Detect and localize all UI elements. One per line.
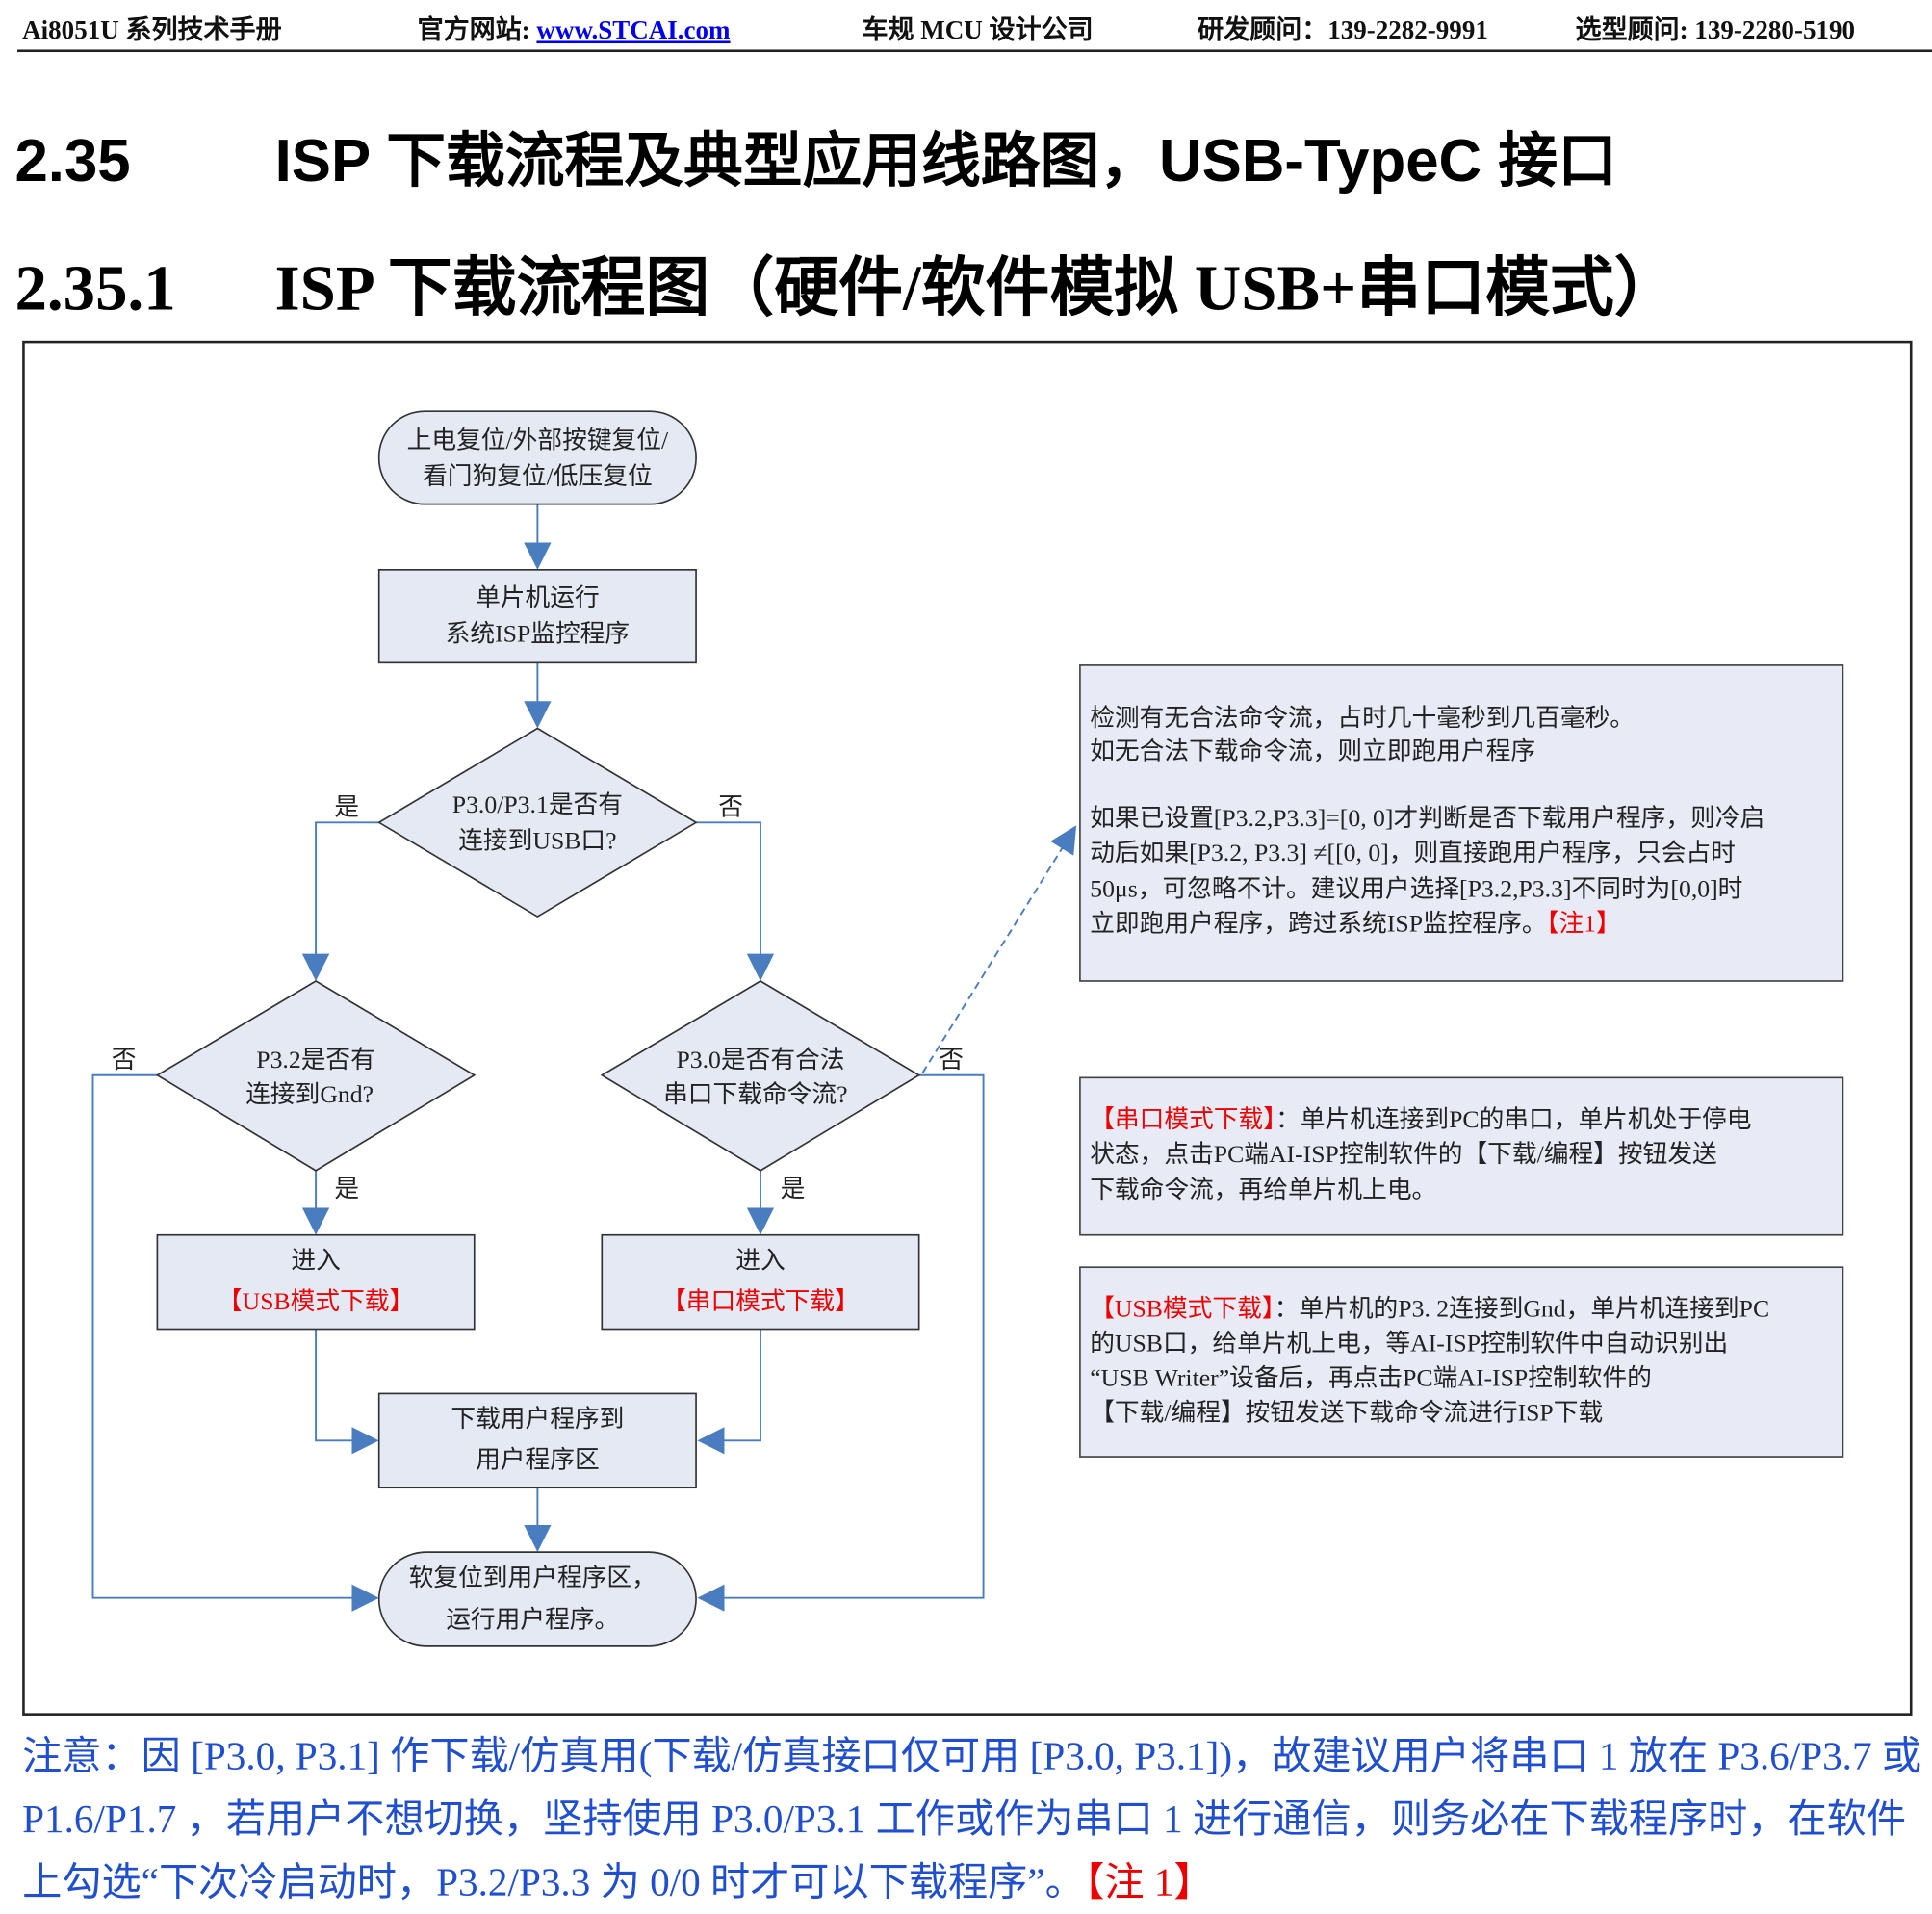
footer-note: 注意：因 [P3.0, P3.1] 作下载/仿真用(下载/仿真接口仅可用 [P3… bbox=[22, 1724, 1929, 1914]
decision-uart-command: P3.0是否有合法 串口下载命令流? bbox=[600, 980, 921, 1172]
detect-line: 如果已设置[P3.2,P3.3]=[0, 0]才判断是否下载用户程序，则冷启 bbox=[1090, 804, 1765, 832]
uart-box-line-1: 进入 bbox=[735, 1246, 785, 1274]
detect-line: 立即跑用户程序，跨过系统ISP监控程序。【注1】 bbox=[1090, 910, 1621, 938]
label-no: 否 bbox=[939, 1046, 964, 1073]
detect-note-box: 检测有无合法命令流，占时几十毫秒到几百毫秒。 如无合法下载命令流，则立即跑用户程… bbox=[1079, 664, 1844, 982]
usb-mode-box: 进入 【USB模式下载】 bbox=[156, 1233, 476, 1331]
usb-box-line-1: 进入 bbox=[291, 1246, 340, 1274]
end-line-2: 运行用户程序。 bbox=[446, 1606, 619, 1634]
flowchart-frame bbox=[22, 340, 1913, 1716]
header-rd-consultant: 研发顾问：139-2282-9991 bbox=[1198, 14, 1488, 45]
end-terminal: 软复位到用户程序区， 运行用户程序。 bbox=[377, 1551, 697, 1647]
detect-line: 动后如果[P3.2, P3.3] ≠[[0, 0]，则直接跑用户程序，只会占时 bbox=[1090, 839, 1736, 866]
connectors bbox=[91, 504, 1077, 1612]
uart-tag: 【串口模式下载】 bbox=[1090, 1105, 1275, 1133]
uart-text: ：单片机连接到PC的串口，单片机处于停电 bbox=[1275, 1105, 1751, 1133]
usb-note-line: “USB Writer”设备后，再点击PC端AI-ISP控制软件的 bbox=[1090, 1364, 1652, 1392]
section-title: ISP 下载流程及典型应用线路图，USB-TypeC 接口 bbox=[274, 128, 1617, 194]
start-line-2: 看门狗复位/低压复位 bbox=[423, 462, 653, 490]
header-selection-consultant: 选型顾问: 139-2280-5190 bbox=[1575, 14, 1855, 45]
decision-usb-connected: P3.0/P3.1是否有 连接到USB口? bbox=[377, 727, 698, 918]
header-doc-title: Ai8051U 系列技术手册 bbox=[22, 14, 282, 45]
usb-note-line: 【USB模式下载】：单片机的P3. 2连接到Gnd，单片机连接到PC bbox=[1090, 1295, 1769, 1323]
detect-line-text: 立即跑用户程序，跨过系统ISP监控程序。 bbox=[1090, 910, 1546, 938]
uart-note-box: 【串口模式下载】：单片机连接到PC的串口，单片机处于停电 状态，点击PC端AI-… bbox=[1079, 1076, 1844, 1236]
footer-note-ref: 【注 1】 bbox=[1084, 1859, 1214, 1904]
detect-line: 如无合法下载命令流，则立即跑用户程序 bbox=[1090, 737, 1535, 765]
d1-line-2: 连接到USB口? bbox=[458, 826, 616, 854]
footer-note-text: 注意：因 [P3.0, P3.1] 作下载/仿真用(下载/仿真接口仅可用 [P3… bbox=[22, 1732, 1922, 1904]
monitor-line-2: 系统ISP监控程序 bbox=[446, 619, 630, 647]
d1-line-1: P3.0/P3.1是否有 bbox=[452, 790, 623, 818]
uart-note-line: 【串口模式下载】：单片机连接到PC的串口，单片机处于停电 bbox=[1090, 1105, 1751, 1133]
header-site: 官方网站: www.STCAI.com bbox=[418, 10, 731, 47]
usb-note-line: 的USB口，给单片机上电，等AI-ISP控制软件中自动识别出 bbox=[1090, 1330, 1728, 1358]
label-yes: 是 bbox=[334, 793, 359, 821]
start-line-1: 上电复位/外部按键复位/ bbox=[407, 427, 669, 454]
usb-note-line: 【下载/编程】按钮发送下载命令流进行ISP下载 bbox=[1090, 1399, 1603, 1427]
label-yes: 是 bbox=[781, 1175, 806, 1203]
section-heading: 2.35 ISP 下载流程及典型应用线路图，USB-TypeC 接口 bbox=[14, 112, 1616, 198]
uart-mode-box: 进入 【串口模式下载】 bbox=[601, 1233, 920, 1331]
detect-line: 检测有无合法命令流，占时几十毫秒到几百毫秒。 bbox=[1090, 704, 1635, 732]
d2-line-1: P3.2是否有 bbox=[256, 1046, 375, 1073]
note-ref: 【注1】 bbox=[1547, 910, 1621, 938]
usb-note-box: 【USB模式下载】：单片机的P3. 2连接到Gnd，单片机连接到PC 的USB口… bbox=[1079, 1266, 1844, 1458]
section-number: 2.35 bbox=[14, 128, 131, 194]
d3-line-1: P3.0是否有合法 bbox=[676, 1046, 844, 1073]
isp-monitor-box: 单片机运行 系统ISP监控程序 bbox=[377, 568, 697, 664]
label-no: 否 bbox=[112, 1046, 137, 1073]
d3-line-2: 串口下载命令流? bbox=[663, 1080, 847, 1108]
usb-text: ：单片机的P3. 2连接到Gnd，单片机连接到PC bbox=[1275, 1295, 1769, 1323]
d2-line-2: 连接到Gnd? bbox=[245, 1080, 374, 1108]
uart-note-line: 下载命令流，再给单片机上电。 bbox=[1090, 1176, 1436, 1203]
subsection-number: 2.35.1 bbox=[14, 253, 176, 325]
detect-line: 50μs，可忽略不计。建议用户选择[P3.2,P3.3]不同时为[0,0]时 bbox=[1090, 874, 1742, 902]
header-company: 车规 MCU 设计公司 bbox=[862, 14, 1094, 45]
header-site-label: 官方网站: bbox=[417, 14, 537, 45]
end-line-1: 软复位到用户程序区， bbox=[409, 1564, 657, 1591]
subsection-title: ISP 下载流程图（硬件/软件模拟 USB+串口模式） bbox=[274, 253, 1679, 325]
subsection-heading: 2.35.1 ISP 下载流程图（硬件/软件模拟 USB+串口模式） bbox=[14, 235, 1678, 327]
site-link[interactable]: www.STCAI.com bbox=[536, 14, 731, 45]
decision-p32-gnd: P3.2是否有 连接到Gnd? bbox=[155, 980, 477, 1172]
download-box: 下载用户程序到 用户程序区 bbox=[377, 1392, 697, 1489]
usb-tag: 【USB模式下载】 bbox=[1090, 1295, 1274, 1323]
label-yes: 是 bbox=[334, 1175, 359, 1203]
download-line-1: 下载用户程序到 bbox=[451, 1405, 624, 1433]
header-divider bbox=[17, 49, 1932, 53]
download-line-2: 用户程序区 bbox=[476, 1446, 600, 1474]
uart-box-line-2: 【串口模式下载】 bbox=[661, 1287, 860, 1315]
label-no: 否 bbox=[718, 793, 743, 821]
usb-box-line-2: 【USB模式下载】 bbox=[218, 1287, 414, 1315]
start-terminal: 上电复位/外部按键复位/ 看门狗复位/低压复位 bbox=[377, 410, 697, 505]
uart-note-line: 状态，点击PC端AI-ISP控制软件的【下载/编程】按钮发送 bbox=[1090, 1140, 1717, 1168]
monitor-line-1: 单片机运行 bbox=[476, 583, 600, 611]
